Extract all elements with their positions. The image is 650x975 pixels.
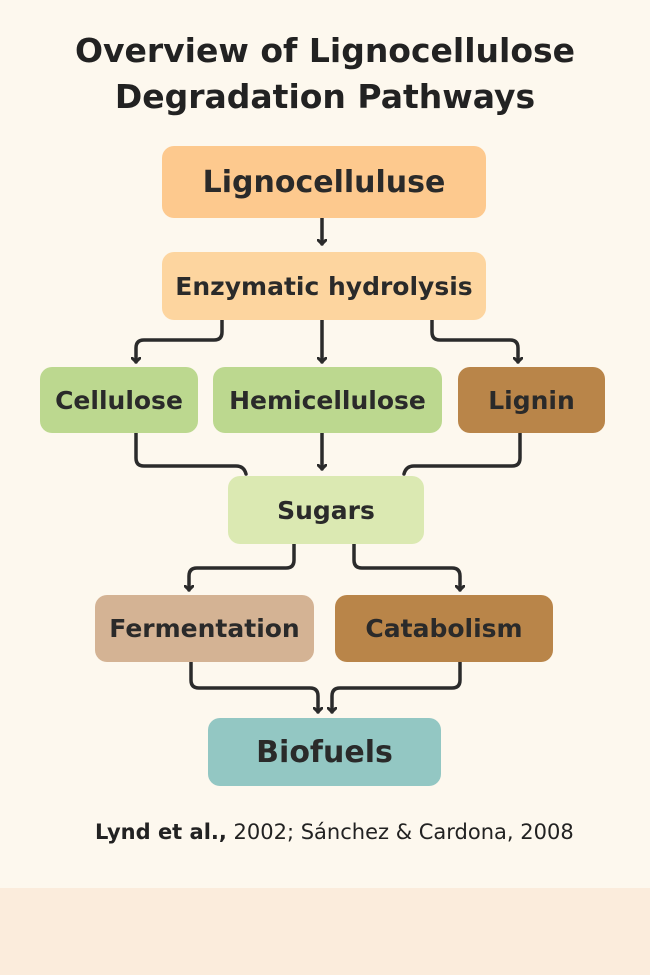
arrow-hydrolysis-to-cellulose [136, 318, 224, 364]
node-biofuels: Biofuels [208, 718, 441, 786]
title-line-1: Overview of Lignocellulose [74, 31, 576, 70]
node-biofuels-label: Biofuels [256, 734, 393, 770]
node-enzymatic-hydrolysis: Enzymatic hydrolysis [162, 252, 486, 320]
node-lignin-label: Lignin [488, 385, 575, 415]
node-cellulose-label: Cellulose [55, 385, 183, 415]
node-hemicellulose-label: Hemicellulose [229, 385, 426, 415]
node-fermentation-label: Fermentation [109, 614, 300, 643]
node-fermentation: Fermentation [95, 595, 314, 662]
node-catabolism-label: Catabolism [365, 614, 523, 643]
arrow-fermentation-to-biofuels [189, 660, 318, 714]
node-enzymatic-hydrolysis-label: Enzymatic hydrolysis [175, 271, 473, 301]
citation-rest: 2002; Sánchez & Cardona, 2008 [226, 820, 574, 844]
arrow-hydrolysis-to-lignin [430, 318, 518, 364]
connector-cellulose-to-sugars [134, 431, 248, 476]
node-lignin: Lignin [458, 367, 605, 433]
arrow-catabolism-to-biofuels [332, 660, 462, 714]
diagram-title: Overview of Lignocellulose Degradation P… [0, 28, 650, 120]
node-sugars-label: Sugars [277, 495, 375, 525]
citation: Lynd et al., 2002; Sánchez & Cardona, 20… [95, 820, 635, 844]
node-lignocelluluse-label: Lignocelluluse [202, 164, 446, 200]
node-catabolism: Catabolism [335, 595, 553, 662]
footer-band [0, 888, 650, 975]
connector-lignin-to-sugars [402, 431, 522, 476]
node-sugars: Sugars [228, 476, 424, 544]
arrow-sugars-to-catabolism [352, 542, 460, 592]
arrow-sugars-to-fermentation [189, 542, 296, 592]
node-lignocelluluse: Lignocelluluse [162, 146, 486, 218]
title-line-2: Degradation Pathways [114, 77, 536, 116]
node-cellulose: Cellulose [40, 367, 198, 433]
node-hemicellulose: Hemicellulose [213, 367, 442, 433]
citation-lead: Lynd et al., [95, 820, 227, 844]
